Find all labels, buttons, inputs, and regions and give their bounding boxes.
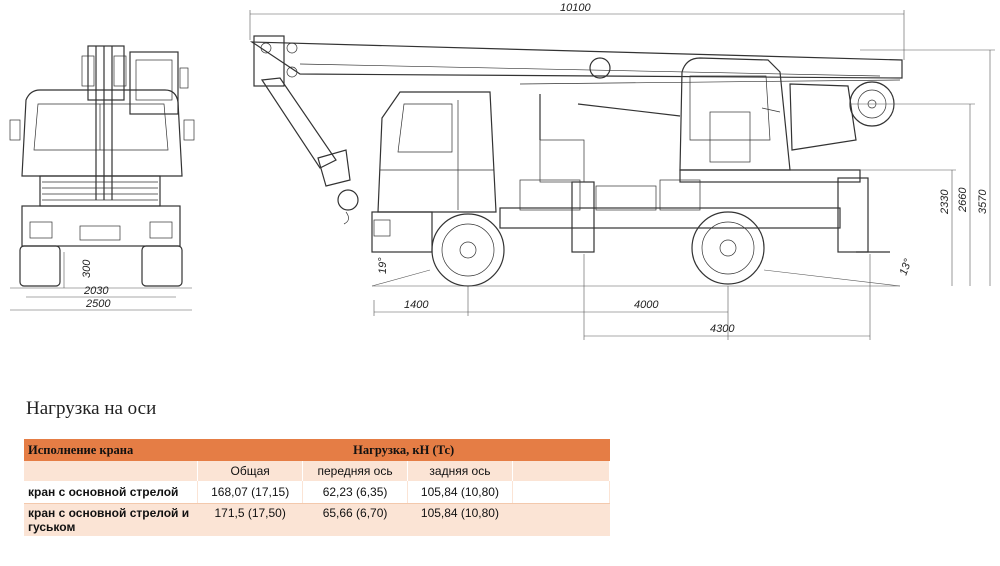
table-subheader-row: Общая передняя ось задняя ось <box>24 461 611 481</box>
front-view <box>9 45 195 289</box>
row-front: 62,23 (6,35) <box>302 481 409 504</box>
row-name: кран с основной стрелой и гуськом <box>24 503 199 536</box>
axle-load-table: Исполнение крана Нагрузка, кН (Тс) Общая… <box>24 439 611 536</box>
height-cab-label: 2330 <box>939 189 951 215</box>
table-header-row: Исполнение крана Нагрузка, кН (Тс) <box>24 439 610 461</box>
row-total: 171,5 (17,50) <box>197 503 303 536</box>
row-front: 65,66 (6,70) <box>302 503 409 536</box>
subheader-front-axle: передняя ось <box>302 461 409 481</box>
front-dimensions: 300 2030 2500 <box>10 252 192 311</box>
table-row: кран с основной стрелой 168,07 (17,15) 6… <box>24 481 611 504</box>
row-blank <box>512 481 611 504</box>
height-total-label: 3570 <box>977 189 989 214</box>
col-header-load: Нагрузка, кН (Тс) <box>197 439 610 461</box>
height-boom-label: 2660 <box>957 187 969 213</box>
row-blank <box>512 503 611 536</box>
subheader-rear-axle: задняя ось <box>407 461 513 481</box>
rear-length-label: 4300 <box>710 323 735 335</box>
section-title: Нагрузка на оси <box>26 398 157 419</box>
subheader-empty <box>24 461 199 481</box>
row-total: 168,07 (17,15) <box>197 481 303 504</box>
front-overhang-label: 1400 <box>404 299 429 311</box>
crane-drawing: 300 2030 2500 <box>9 2 995 340</box>
ground-clearance-label: 300 <box>81 259 93 278</box>
side-dimensions: 10100 2330 2660 3570 19° 13° 1400 4000 4… <box>249 2 995 340</box>
col-header-variant: Исполнение крана <box>24 439 198 461</box>
row-rear: 105,84 (10,80) <box>407 481 513 504</box>
row-name: кран с основной стрелой <box>24 481 199 504</box>
front-angle-label: 19° <box>377 257 389 274</box>
rear-angle-label: 13° <box>898 257 915 277</box>
subheader-blank <box>512 461 611 481</box>
track-width-label: 2030 <box>83 285 109 297</box>
subheader-total: Общая <box>197 461 303 481</box>
overall-width-label: 2500 <box>85 298 111 310</box>
row-rear: 105,84 (10,80) <box>407 503 513 536</box>
table-row: кран с основной стрелой и гуськом 171,5 … <box>24 503 611 536</box>
wheelbase-label: 4000 <box>634 299 659 311</box>
overall-length-label: 10100 <box>560 2 591 14</box>
side-view <box>249 35 903 287</box>
